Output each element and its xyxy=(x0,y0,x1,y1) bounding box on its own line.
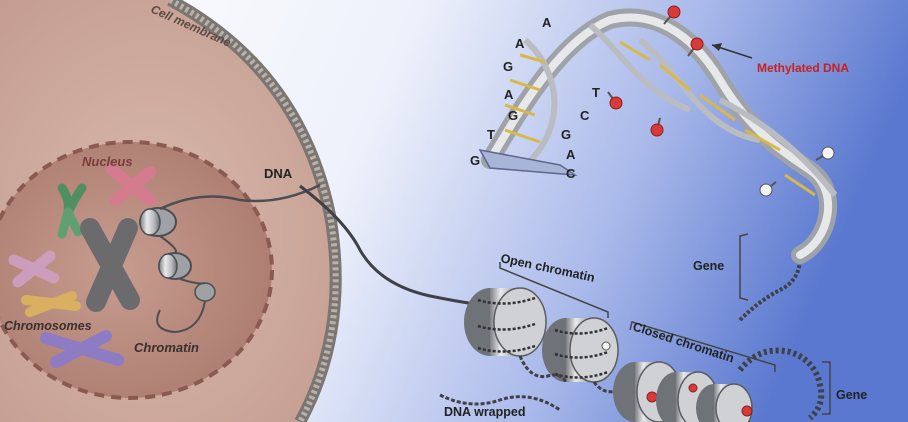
dna-strand-outside xyxy=(299,184,486,307)
methyl-groups-helix xyxy=(607,5,835,197)
base-left-3: G xyxy=(503,59,513,74)
gene-label-upper: Gene xyxy=(693,259,724,273)
dna-double-helix xyxy=(478,8,838,264)
chromosome-green xyxy=(57,183,87,239)
nucleosome-small-2 xyxy=(158,252,192,280)
dna-label: DNA xyxy=(264,166,293,181)
base-left-6: T xyxy=(487,127,495,142)
methylated-dna-label: Methylated DNA xyxy=(757,61,849,75)
gene-bracket-upper xyxy=(739,233,749,301)
arrow-head xyxy=(712,43,722,51)
chromatin-label: Chromatin xyxy=(134,340,199,355)
cell-membrane-texture xyxy=(168,0,339,422)
linker-dna-1 xyxy=(518,355,568,383)
dna-strand-nucleus xyxy=(159,183,321,211)
base-right-4: G xyxy=(561,127,571,142)
chromosome-purple xyxy=(40,330,124,368)
base-left-5: G xyxy=(508,108,518,123)
chromosome-gray-large xyxy=(80,218,140,312)
gene-label-lower: Gene xyxy=(836,388,867,402)
linker-dna-3 xyxy=(439,393,561,412)
nucleosome-open-1 xyxy=(464,287,547,357)
nucleosome-small-3 xyxy=(194,282,216,302)
nucleus-label: Nucleus xyxy=(82,154,133,169)
base-left-4: A xyxy=(504,87,514,102)
chromosome-pink-top xyxy=(106,164,156,206)
nucleosome-closed-3 xyxy=(696,383,753,422)
nucleosome-open-2 xyxy=(542,317,619,383)
dna-wrapped-label: DNA wrapped xyxy=(444,405,526,419)
coiled-dna xyxy=(737,347,825,421)
base-right-6: C xyxy=(566,166,576,181)
nucleosome-small-1 xyxy=(139,207,177,237)
gene-bracket-lower xyxy=(822,361,831,415)
methyl-marker xyxy=(741,405,753,417)
chromosome-pink-left xyxy=(8,250,60,288)
nuclear-envelope xyxy=(0,140,274,400)
closed-chromatin-bracket xyxy=(629,321,776,372)
base-left-7: G xyxy=(470,153,480,168)
base-right-5: A xyxy=(566,147,576,162)
chromosomes-label: Chromosomes xyxy=(4,319,92,333)
base-right-2: T xyxy=(592,85,600,100)
chromatin-strand xyxy=(156,235,206,334)
base-left-1: A xyxy=(542,15,552,30)
base-left-2: A xyxy=(515,36,525,51)
chromosome-yellow xyxy=(21,291,81,317)
dna-strand-right xyxy=(738,257,802,322)
base-right-3: C xyxy=(580,108,590,123)
open-chromatin-bracket xyxy=(499,262,609,318)
